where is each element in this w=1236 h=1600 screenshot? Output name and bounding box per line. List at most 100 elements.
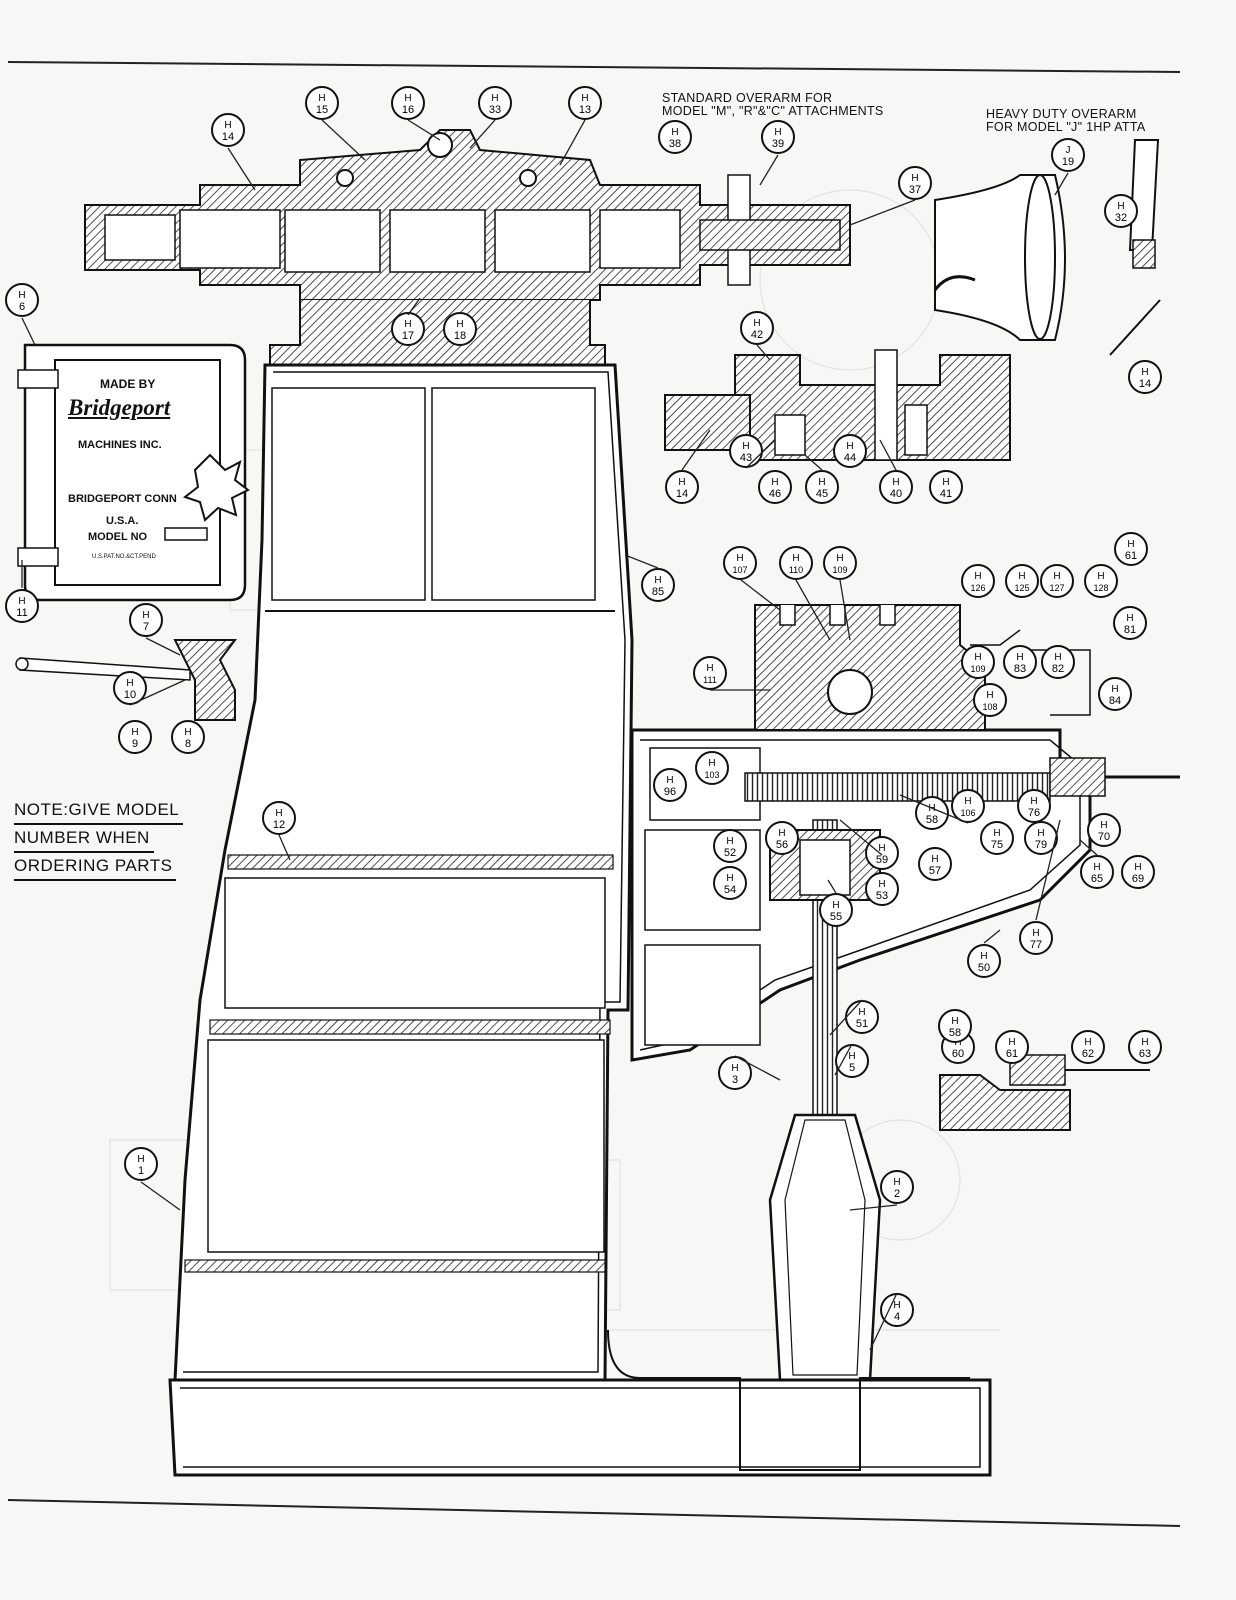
callout-circle	[980, 821, 1014, 855]
leader-line	[21, 317, 36, 346]
part-callout-h75: H75	[980, 821, 1014, 855]
callout-number: 69	[1132, 873, 1144, 885]
callout-prefix: J	[1066, 145, 1071, 156]
part-callout-h14: H14	[1128, 360, 1162, 394]
part-callout-h11: H11	[5, 589, 39, 623]
part-callout-h70: H70	[1087, 813, 1121, 847]
callout-prefix: H	[654, 575, 661, 586]
part-callout-h50: H50	[967, 944, 1001, 978]
part-callout-h45: H45	[805, 470, 839, 504]
callout-prefix: H	[404, 319, 411, 330]
part-callout-h3: H3	[718, 1056, 752, 1090]
nameplate	[17, 343, 250, 602]
callout-circle	[961, 564, 995, 598]
callout-prefix: H	[778, 828, 785, 839]
callout-prefix: H	[892, 477, 899, 488]
callout-prefix: H	[893, 1300, 900, 1311]
callout-circle	[653, 768, 687, 802]
part-callout-h79: H79	[1024, 821, 1058, 855]
callout-prefix: H	[1127, 539, 1134, 550]
callout-circle	[833, 434, 867, 468]
leader-line	[145, 637, 181, 656]
callout-prefix: H	[1053, 571, 1060, 582]
part-callout-h54: H54	[713, 866, 747, 900]
part-callout-h9: H9	[118, 720, 152, 754]
part-callout-h44: H44	[833, 434, 867, 468]
callout-prefix: H	[774, 127, 781, 138]
callout-prefix: H	[184, 727, 191, 738]
note-line2: NUMBER WHEN	[14, 825, 154, 853]
callout-number: 107	[732, 565, 747, 575]
leader-line	[759, 154, 779, 186]
plate-patent: U.S.PAT.NO.&CT.PEND	[92, 554, 156, 560]
callout-circle	[865, 836, 899, 870]
callout-prefix: H	[18, 290, 25, 301]
callout-circle	[740, 311, 774, 345]
callout-circle	[1003, 645, 1037, 679]
part-callout-h33: H33	[478, 86, 512, 120]
callout-circle	[391, 86, 425, 120]
callout-number: 9	[132, 738, 138, 750]
callout-number: 50	[978, 962, 990, 974]
heavy-overarm-title: HEAVY DUTY OVERARM FOR MODEL "J" 1HP ATT…	[986, 108, 1145, 134]
callout-circle	[995, 1030, 1029, 1064]
callout-prefix: H	[878, 843, 885, 854]
callout-prefix: H	[1084, 1037, 1091, 1048]
callout-number: 55	[830, 911, 842, 923]
callout-circle	[1104, 194, 1138, 228]
callout-prefix: H	[792, 553, 799, 564]
callout-number: 39	[772, 138, 784, 150]
callout-prefix: H	[832, 900, 839, 911]
leader-line	[407, 297, 421, 316]
part-callout-h52: H52	[713, 829, 747, 863]
leader-line	[839, 579, 851, 641]
leader-line	[129, 679, 186, 706]
callout-circle	[171, 720, 205, 754]
part-callout-j19: J19	[1051, 138, 1085, 172]
leader-line	[804, 454, 823, 471]
callout-circle	[124, 1147, 158, 1181]
callout-circle	[262, 801, 296, 835]
callout-circle	[1128, 1030, 1162, 1064]
callout-prefix: H	[1117, 201, 1124, 212]
callout-prefix: H	[666, 775, 673, 786]
plate-company: MACHINES INC.	[78, 439, 162, 451]
part-callout-h58: H58	[938, 1009, 972, 1043]
part-callout-h4: H4	[880, 1293, 914, 1327]
callout-circle	[1087, 813, 1121, 847]
callout-number: 109	[832, 565, 847, 575]
callout-number: 38	[669, 138, 681, 150]
part-callout-h83: H83	[1003, 645, 1037, 679]
heavy-overarm-line1: HEAVY DUTY OVERARM	[986, 107, 1137, 121]
leader-line	[849, 1204, 898, 1211]
part-callout-h65: H65	[1080, 855, 1114, 889]
callout-number: 61	[1125, 550, 1137, 562]
note-line1: NOTE:GIVE MODEL	[14, 797, 184, 825]
callout-number: 2	[894, 1188, 900, 1200]
leader-line	[734, 1055, 781, 1081]
callout-prefix: H	[742, 441, 749, 452]
callout-number: 109	[970, 664, 985, 674]
callout-circle	[658, 120, 692, 154]
callout-circle	[961, 645, 995, 679]
callout-number: 13	[579, 104, 591, 116]
part-callout-h61: H61	[1114, 532, 1148, 566]
callout-prefix: H	[137, 1154, 144, 1165]
part-callout-h1: H1	[124, 1147, 158, 1181]
leader-line	[227, 147, 256, 191]
callout-prefix: H	[1016, 652, 1023, 663]
callout-number: 57	[929, 865, 941, 877]
callout-number: 60	[952, 1048, 964, 1060]
callout-number: 70	[1098, 831, 1110, 843]
leader-line	[829, 999, 863, 1036]
callout-circle	[1113, 606, 1147, 640]
leader-line	[983, 929, 1001, 944]
part-callout-h96: H96	[653, 768, 687, 802]
leader-line	[681, 429, 711, 471]
callout-number: 76	[1028, 807, 1040, 819]
leader-line	[1054, 172, 1069, 196]
callout-circle	[929, 470, 963, 504]
